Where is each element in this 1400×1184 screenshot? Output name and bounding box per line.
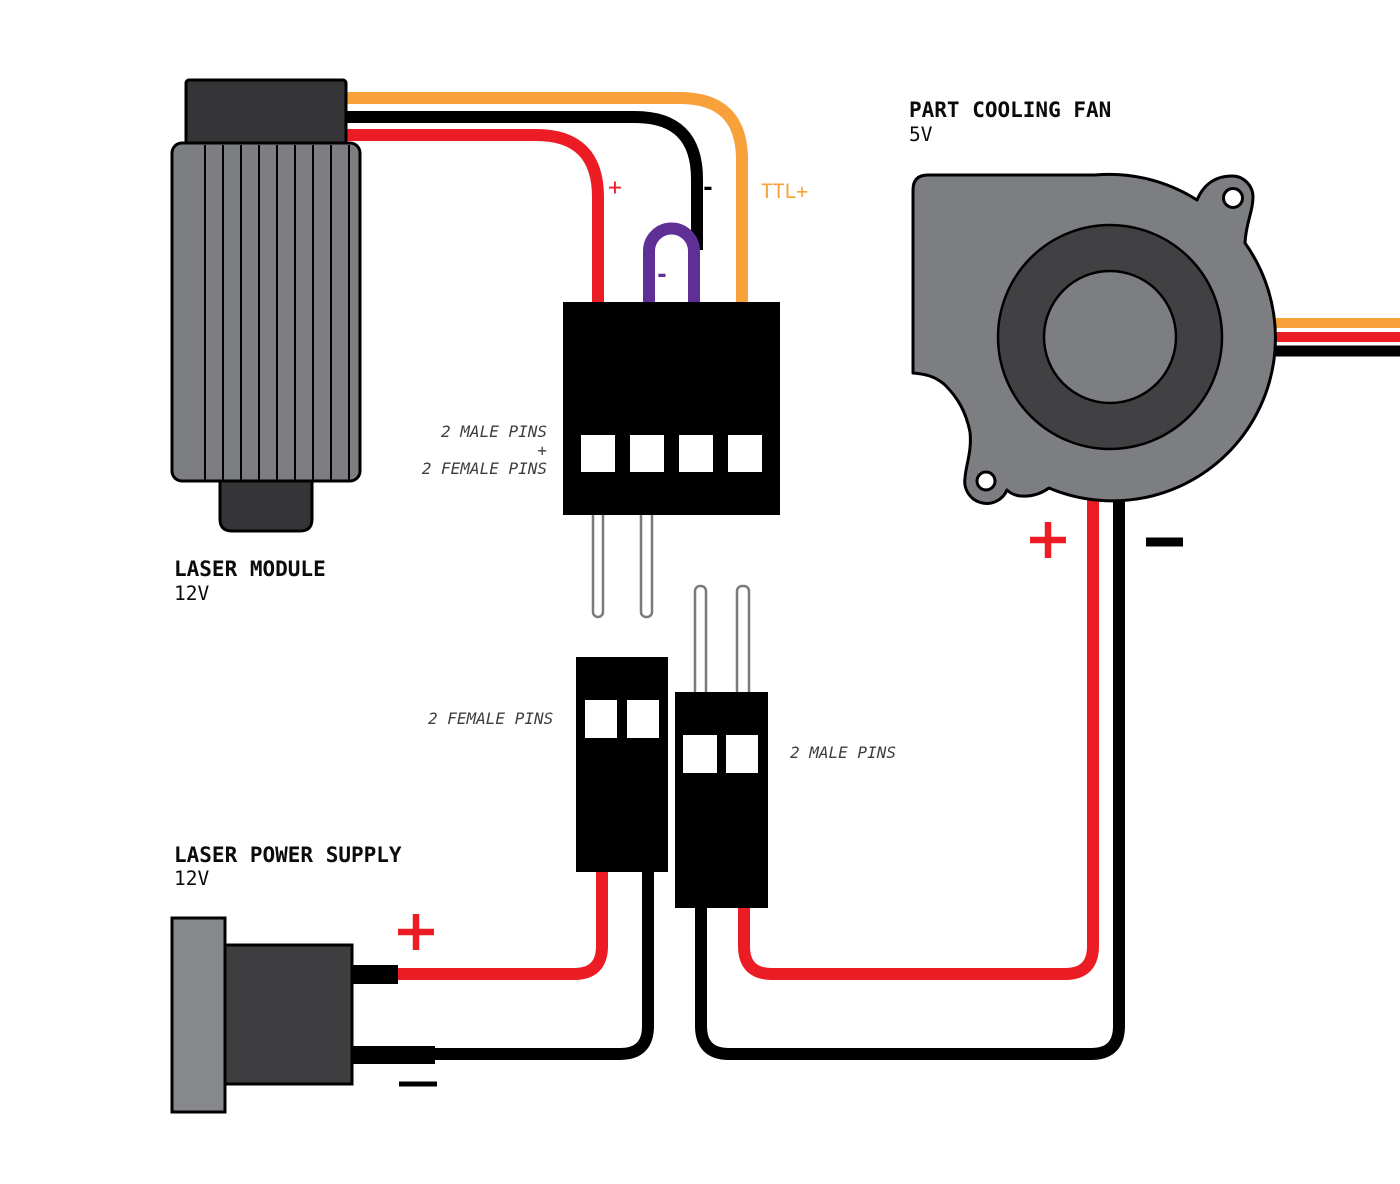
laser-module-voltage: 12V (174, 582, 210, 605)
male-connector (675, 584, 768, 908)
psu-positive-terminal (350, 965, 398, 984)
combo-connector (563, 302, 780, 619)
fan-mount-hole (1222, 187, 1244, 209)
psu-negative-terminal (350, 1046, 435, 1064)
female-connector-body (576, 657, 668, 872)
fan-plus-icon (1030, 522, 1066, 558)
psu-negative-black-wire (434, 868, 654, 1060)
male-connector-body (675, 692, 768, 908)
combo-connector-label-line2: + (537, 440, 547, 460)
connector-pad (728, 435, 762, 472)
laser-module-fins (204, 145, 350, 480)
laser-positive-red-wire (345, 129, 604, 303)
psu-voltage: 12V (174, 867, 210, 890)
laser-positive-wire-label: + (608, 175, 622, 201)
fan-tail-wires (1260, 318, 1400, 357)
male-connector-pin (693, 584, 708, 700)
psu-title: LASER POWER SUPPLY (174, 843, 402, 867)
fan-hub (1042, 269, 1178, 405)
female-connector-label: 2 FEMALE PINS (428, 709, 554, 728)
combo-connector-label-line1: 2 MALE PINS (441, 422, 547, 441)
connector-pad (679, 435, 713, 472)
combo-connector-label: 2 MALE PINS + 2 FEMALE PINS (330, 422, 547, 479)
laser-module-cap (184, 78, 348, 147)
combo-connector-male-pin (591, 503, 605, 619)
laser-module-lens-nozzle (218, 479, 314, 533)
connector-pad (581, 435, 615, 472)
laser-power-supply (170, 916, 435, 1114)
laser-negative-black-wire (345, 111, 703, 250)
fan-negative-black-wire (695, 486, 1125, 1060)
fan-voltage: 5V (909, 123, 933, 146)
ttl-wire-label: TTL+ (761, 180, 808, 203)
connector-pad (627, 700, 659, 738)
fan-title: PART COOLING FAN (909, 98, 1112, 122)
psu-body (223, 943, 354, 1086)
combo-connector-label-line3: 2 FEMALE PINS (421, 459, 547, 479)
connector-pad (630, 435, 664, 472)
female-connector (576, 657, 668, 872)
male-connector-label: 2 MALE PINS (790, 743, 896, 762)
psu-wires (397, 868, 654, 1060)
connector-pad (683, 735, 717, 773)
jumper-negative-label: - (655, 262, 669, 288)
combo-connector-body (563, 302, 780, 515)
laser-negative-wire-label: - (701, 175, 715, 201)
part-cooling-fan (911, 172, 1277, 505)
laser-module-wires (345, 92, 748, 304)
combo-connector-male-pin (639, 503, 654, 619)
fan-power-wires (695, 486, 1125, 1060)
jumper-purple-loop-wire (643, 222, 700, 304)
connector-pad (585, 700, 617, 738)
male-connector-pin (735, 584, 751, 700)
laser-module-title: LASER MODULE (174, 557, 326, 581)
connector-pad (726, 735, 758, 773)
fan-positive-red-wire (738, 488, 1099, 980)
psu-plus-icon (398, 914, 434, 950)
ttl-orange-wire (345, 92, 748, 303)
psu-positive-red-wire (397, 868, 608, 980)
laser-module (170, 78, 362, 533)
fan-mount-hole (975, 470, 997, 492)
psu-mounting-plate (170, 916, 227, 1114)
